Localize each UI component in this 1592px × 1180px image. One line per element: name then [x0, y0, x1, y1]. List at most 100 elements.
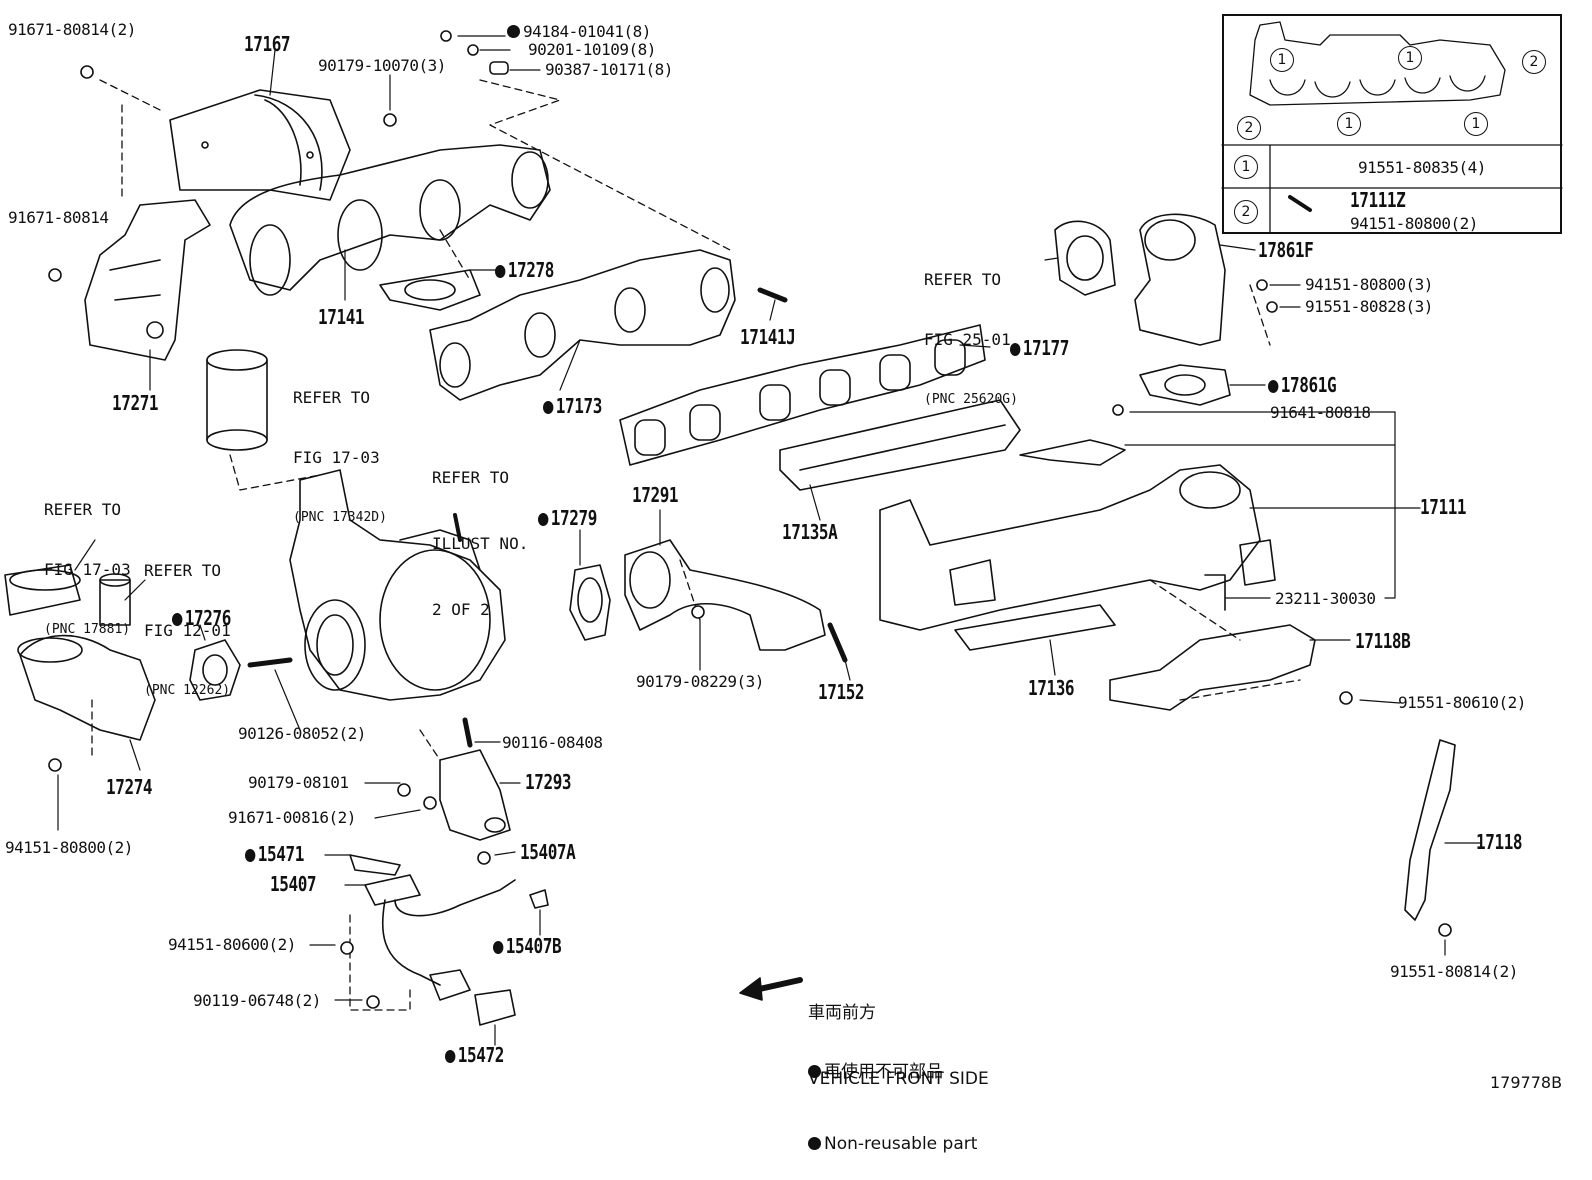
- inset-marker-1b: 1: [1398, 46, 1422, 70]
- refer-note-17881: REFER TO FIG 17-03 (PNC 17881): [44, 460, 131, 660]
- inset-marker-2b: 2: [1522, 50, 1546, 74]
- label-17173: 17173: [543, 396, 603, 416]
- label-15407b: 15407B: [493, 936, 562, 956]
- exhaust-pipe-17291: [624, 539, 826, 651]
- figure-id: 179778B: [1490, 1073, 1563, 1092]
- label-15472: 15472: [445, 1045, 505, 1065]
- label-17274: 17274: [106, 775, 153, 799]
- turbo-elbow-17274: [17, 634, 156, 741]
- heat-insulator-17167: [169, 89, 351, 201]
- intake-part-17135a: [779, 399, 1021, 491]
- label-17135a: 17135A: [782, 520, 838, 544]
- label-90179-08229-3: 90179-08229(3): [636, 672, 764, 691]
- gasket-17173: [429, 249, 736, 401]
- label-23211-30030: 23211-30030: [1275, 589, 1376, 608]
- inset-panel: [1222, 14, 1562, 234]
- refer-note-line: REFER TO: [432, 468, 510, 487]
- gasket-17177: [619, 324, 986, 466]
- gasket-17276: [189, 639, 241, 701]
- label-94151-80800-2-inset: 94151-80800(2): [1350, 214, 1478, 233]
- label-17118: 17118: [1476, 830, 1523, 854]
- label-91671-00816-2: 91671-00816(2): [228, 808, 356, 827]
- dashed-guides: [91, 79, 1301, 1011]
- label-17278: 17278: [495, 260, 555, 280]
- gasket-15471: [349, 854, 401, 876]
- label-91551-80814-2: 91551-80814(2): [1390, 962, 1518, 981]
- inset-gasket-drawing: [1221, 21, 1563, 233]
- label-17293: 17293: [525, 770, 572, 794]
- sensor-23211: [1204, 574, 1226, 611]
- bracket-17118: [1404, 739, 1456, 921]
- label-90126-08052-2: 90126-08052(2): [238, 724, 366, 743]
- heat-insulator-17271: [84, 199, 211, 361]
- label-90119-06748-2: 90119-06748(2): [193, 991, 321, 1010]
- bracket-17118b: [1109, 624, 1316, 711]
- label-94184-01041-8: 94184-01041(8): [507, 24, 651, 40]
- label-94151-80800-2-left: 94151-80800(2): [5, 838, 133, 857]
- parts-diagram-art: [4, 21, 1563, 1046]
- refer-note-line: 2 OF 2: [432, 600, 490, 619]
- nonreusable-en: Non-reusable part: [808, 1132, 977, 1156]
- gasket-17861g: [1139, 364, 1231, 406]
- refer-note-line: REFER TO: [293, 388, 371, 407]
- refer-note-line: (PNC 25620G): [924, 392, 1018, 407]
- label-90201-10109-8: 90201-10109(8): [528, 40, 656, 59]
- label-17167: 17167: [244, 32, 291, 56]
- label-91551-80828-3: 91551-80828(3): [1305, 297, 1433, 316]
- label-91551-80835-4: 91551-80835(4): [1358, 158, 1486, 177]
- nonreusable-jp: 再使用不可部品: [808, 1060, 977, 1084]
- exhaust-manifold-17141: [229, 144, 551, 296]
- refer-note-line: FIG 17-03: [293, 448, 380, 467]
- label-90387-10171-8: 90387-10171(8): [545, 60, 673, 79]
- label-15407a: 15407A: [520, 840, 576, 864]
- gasket-15472: [474, 989, 516, 1026]
- label-90179-10070-3: 90179-10070(3): [318, 56, 446, 75]
- label-17136: 17136: [1028, 676, 1075, 700]
- label-17276: 17276: [172, 608, 232, 628]
- refer-note-line: FIG 12-01: [144, 621, 231, 640]
- refer-note-line: (PNC 17881): [44, 622, 131, 637]
- refer-note-line: FIG 17-03: [44, 560, 131, 579]
- vehicle-front-arrow-line: [752, 977, 803, 993]
- refer-note-line: REFER TO: [924, 270, 1002, 289]
- label-94151-80600-2: 94151-80600(2): [168, 935, 296, 954]
- refer-note-25620g: REFER TO FIG 25-01 (PNC 25620G): [924, 230, 1018, 430]
- stud-17141j: [757, 287, 788, 303]
- label-94151-80800-3: 94151-80800(3): [1305, 275, 1433, 294]
- insulator-17136: [954, 604, 1116, 651]
- label-17291: 17291: [632, 483, 679, 507]
- label-17141j: 17141J: [740, 325, 796, 349]
- gasket-25620g: [1054, 220, 1116, 296]
- label-17152: 17152: [818, 680, 865, 704]
- inset-marker-1c: 1: [1337, 112, 1361, 136]
- inset-key-1: 1: [1234, 155, 1258, 179]
- refer-note-line: (PNC 17342D): [293, 510, 387, 525]
- turbocharger: [289, 469, 506, 701]
- label-17271: 17271: [112, 391, 159, 415]
- fasteners: [48, 30, 1452, 1009]
- stud-90116: [462, 717, 473, 748]
- label-91671-80814: 91671-80814: [8, 208, 109, 227]
- label-15471: 15471: [245, 844, 305, 864]
- label-17861f: 17861F: [1258, 238, 1314, 262]
- refer-note-line: FIG 25-01: [924, 330, 1011, 349]
- label-17177: 17177: [1010, 338, 1070, 358]
- vehicle-front-jp: 車両前方: [808, 1003, 876, 1023]
- stud-17152: [827, 622, 848, 663]
- refer-note-line: REFER TO: [44, 500, 122, 519]
- bracket-17293: [439, 749, 511, 841]
- gasket-17279: [569, 564, 611, 641]
- inset-marker-1d: 1: [1464, 112, 1488, 136]
- outlet-17861f: [1134, 213, 1226, 346]
- label-15407: 15407: [270, 872, 317, 896]
- label-17279: 17279: [538, 508, 598, 528]
- heat-insulator-tube: [206, 349, 268, 451]
- label-17141: 17141: [318, 305, 365, 329]
- inset-marker-2a: 2: [1237, 116, 1261, 140]
- label-90116-08408: 90116-08408: [502, 733, 603, 752]
- nonreusable-legend: 再使用不可部品 Non-reusable part: [808, 1012, 977, 1180]
- pipe-12262: [99, 573, 131, 626]
- oil-pipe-15407: [364, 874, 516, 1001]
- label-91551-80610-2: 91551-80610(2): [1398, 693, 1526, 712]
- intake-hose: [4, 564, 81, 616]
